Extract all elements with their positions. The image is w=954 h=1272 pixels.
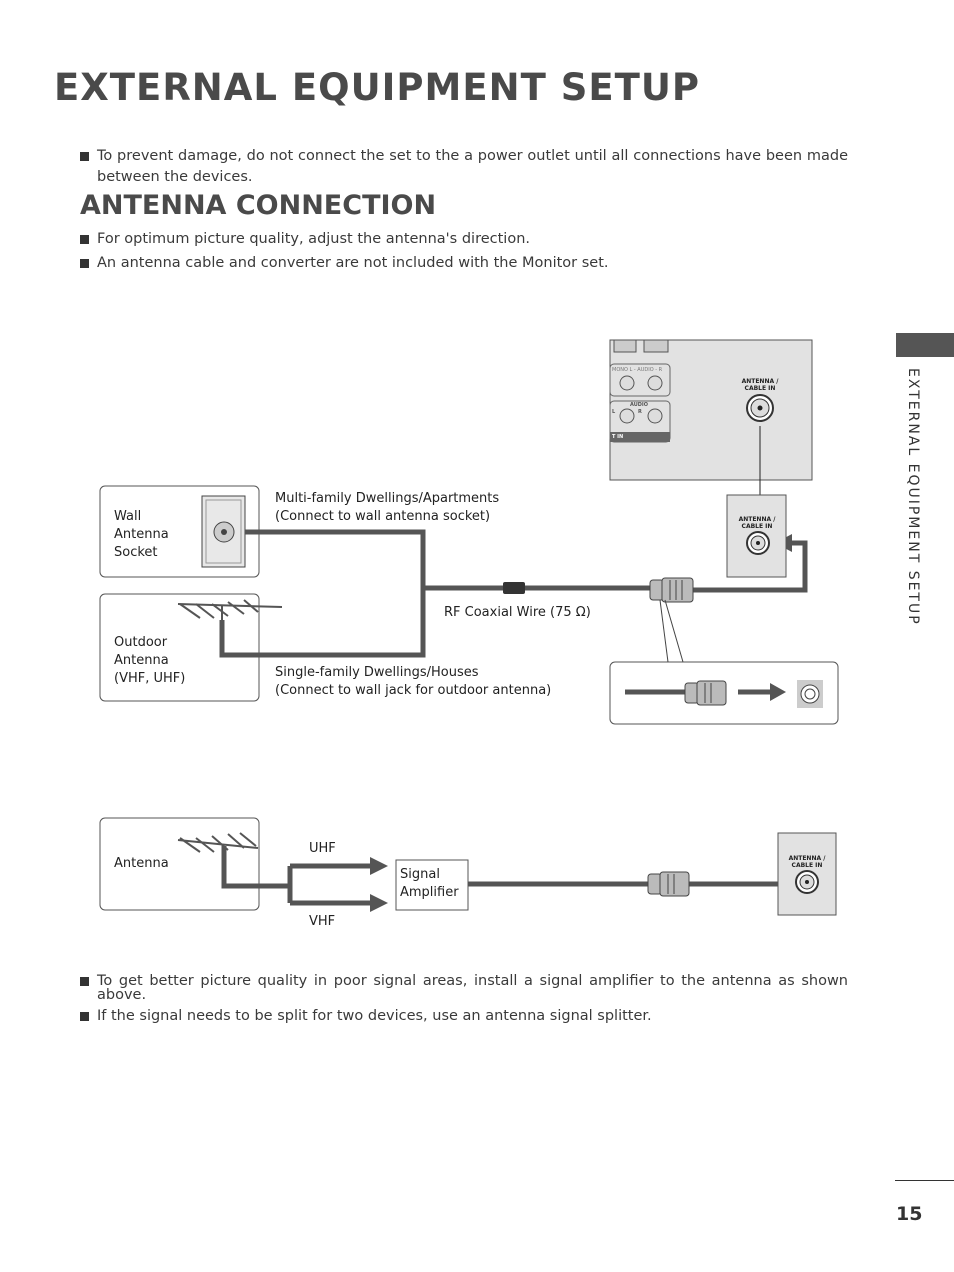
arrow-icon [370,857,388,875]
bullet-item: If the signal needs to be split for two … [80,1006,848,1027]
detail-box [609,661,839,725]
bullet-square-icon [80,977,89,986]
sidebar-section-label: EXTERNAL EQUIPMENT SETUP [905,368,921,626]
outdoor-antenna-label: Outdoor Antenna (VHF, UHF) [114,635,186,686]
antenna-icon [177,832,259,853]
antenna-box [99,817,260,911]
panel-label: R [638,409,642,415]
coax-plug-icon [649,577,694,603]
outdoor-antenna-box [99,593,260,702]
bullet-square-icon [80,259,89,268]
arrow-icon [770,683,786,701]
signal-amplifier-label: Signal Amplifier [400,867,459,900]
tv-port-label: ANTENNA / CABLE IN [788,855,826,869]
section-title: ANTENNA CONNECTION [80,190,437,221]
bullet-item: For optimum picture quality, adjust the … [80,229,848,250]
single-family-label: Single-family Dwellings/Houses (Connect … [275,665,552,698]
panel-label: T IN [612,434,624,440]
sidebar-tab [896,333,954,357]
panel-label: AUDIO [630,402,649,408]
bullet-item: To prevent damage, do not connect the se… [80,146,848,188]
uhf-label: UHF [309,841,336,856]
bullet-square-icon [80,1012,89,1021]
divider [895,1180,954,1181]
coax-plug-icon [684,680,727,706]
arrow-icon [370,894,388,912]
tv-port-label: ANTENNA / CABLE IN [741,378,779,392]
antenna-label: Antenna [114,856,169,871]
bullet-square-icon [80,235,89,244]
wall-jack-label: ANTENNA / CABLE IN [738,516,776,530]
rf-wire-label: RF Coaxial Wire (75 Ω) [444,605,591,620]
bullet-item: An antenna cable and converter are not i… [80,253,848,274]
vhf-label: VHF [309,914,336,929]
panel-label: L [612,409,616,415]
cable-converter-icon [503,582,525,594]
tv-back-panel [609,339,813,481]
panel-label: MONO L - AUDIO - R [612,367,663,373]
page-number: 15 [896,1203,923,1225]
multi-family-label: Multi-family Dwellings/Apartments (Conne… [275,491,500,524]
page-title: EXTERNAL EQUIPMENT SETUP [54,66,701,109]
outdoor-antenna-icon [177,599,283,625]
coax-plug-icon [647,871,690,897]
bullet-item: To get better picture quality in poor si… [80,974,848,1002]
bullet-square-icon [80,152,89,161]
wall-socket-label: Wall Antenna Socket [114,509,169,560]
